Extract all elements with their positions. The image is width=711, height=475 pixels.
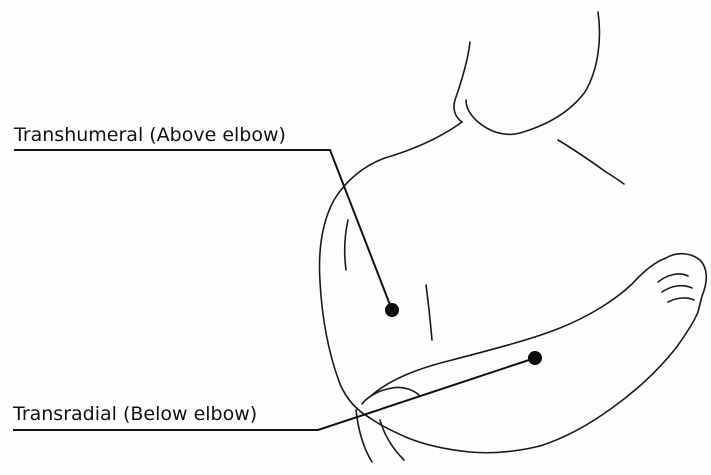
hand-outline	[666, 254, 706, 312]
finger-line-2	[662, 286, 692, 292]
shoulder-outline	[320, 122, 462, 384]
transhumeral-label: Transhumeral (Above elbow)	[14, 126, 286, 145]
finger-line-3	[668, 298, 694, 302]
transhumeral-marker	[385, 303, 399, 317]
collar-line	[558, 140, 624, 184]
forearm-upper-line	[372, 258, 666, 395]
finger-line-1	[658, 274, 688, 282]
forearm-lower-line	[540, 312, 698, 446]
sleeve-fold-1	[362, 387, 420, 404]
upper-arm-inner-line	[426, 285, 432, 340]
transradial-marker	[528, 351, 542, 365]
transradial-label: Transradial (Below elbow)	[13, 405, 257, 424]
torso-side-line	[345, 220, 348, 270]
transhumeral-leader-line	[14, 150, 392, 310]
elbow-outline	[340, 384, 540, 453]
neck-line-right	[466, 12, 599, 134]
